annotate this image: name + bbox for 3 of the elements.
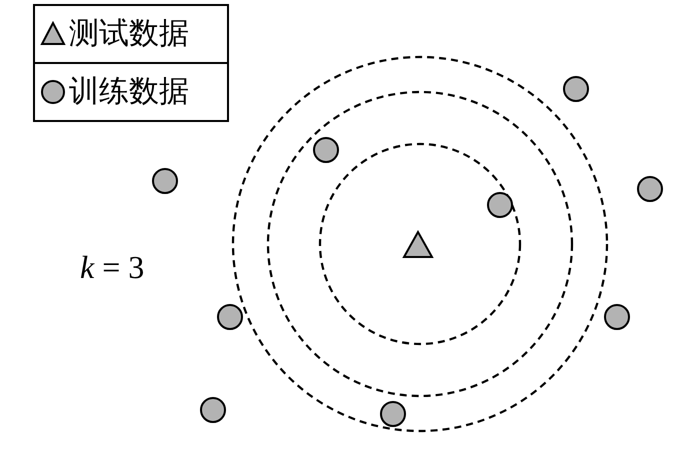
- legend-text: 训练数据: [69, 75, 189, 109]
- k-value-label: k = 3: [80, 248, 144, 286]
- legend-text: 测试数据: [69, 17, 189, 51]
